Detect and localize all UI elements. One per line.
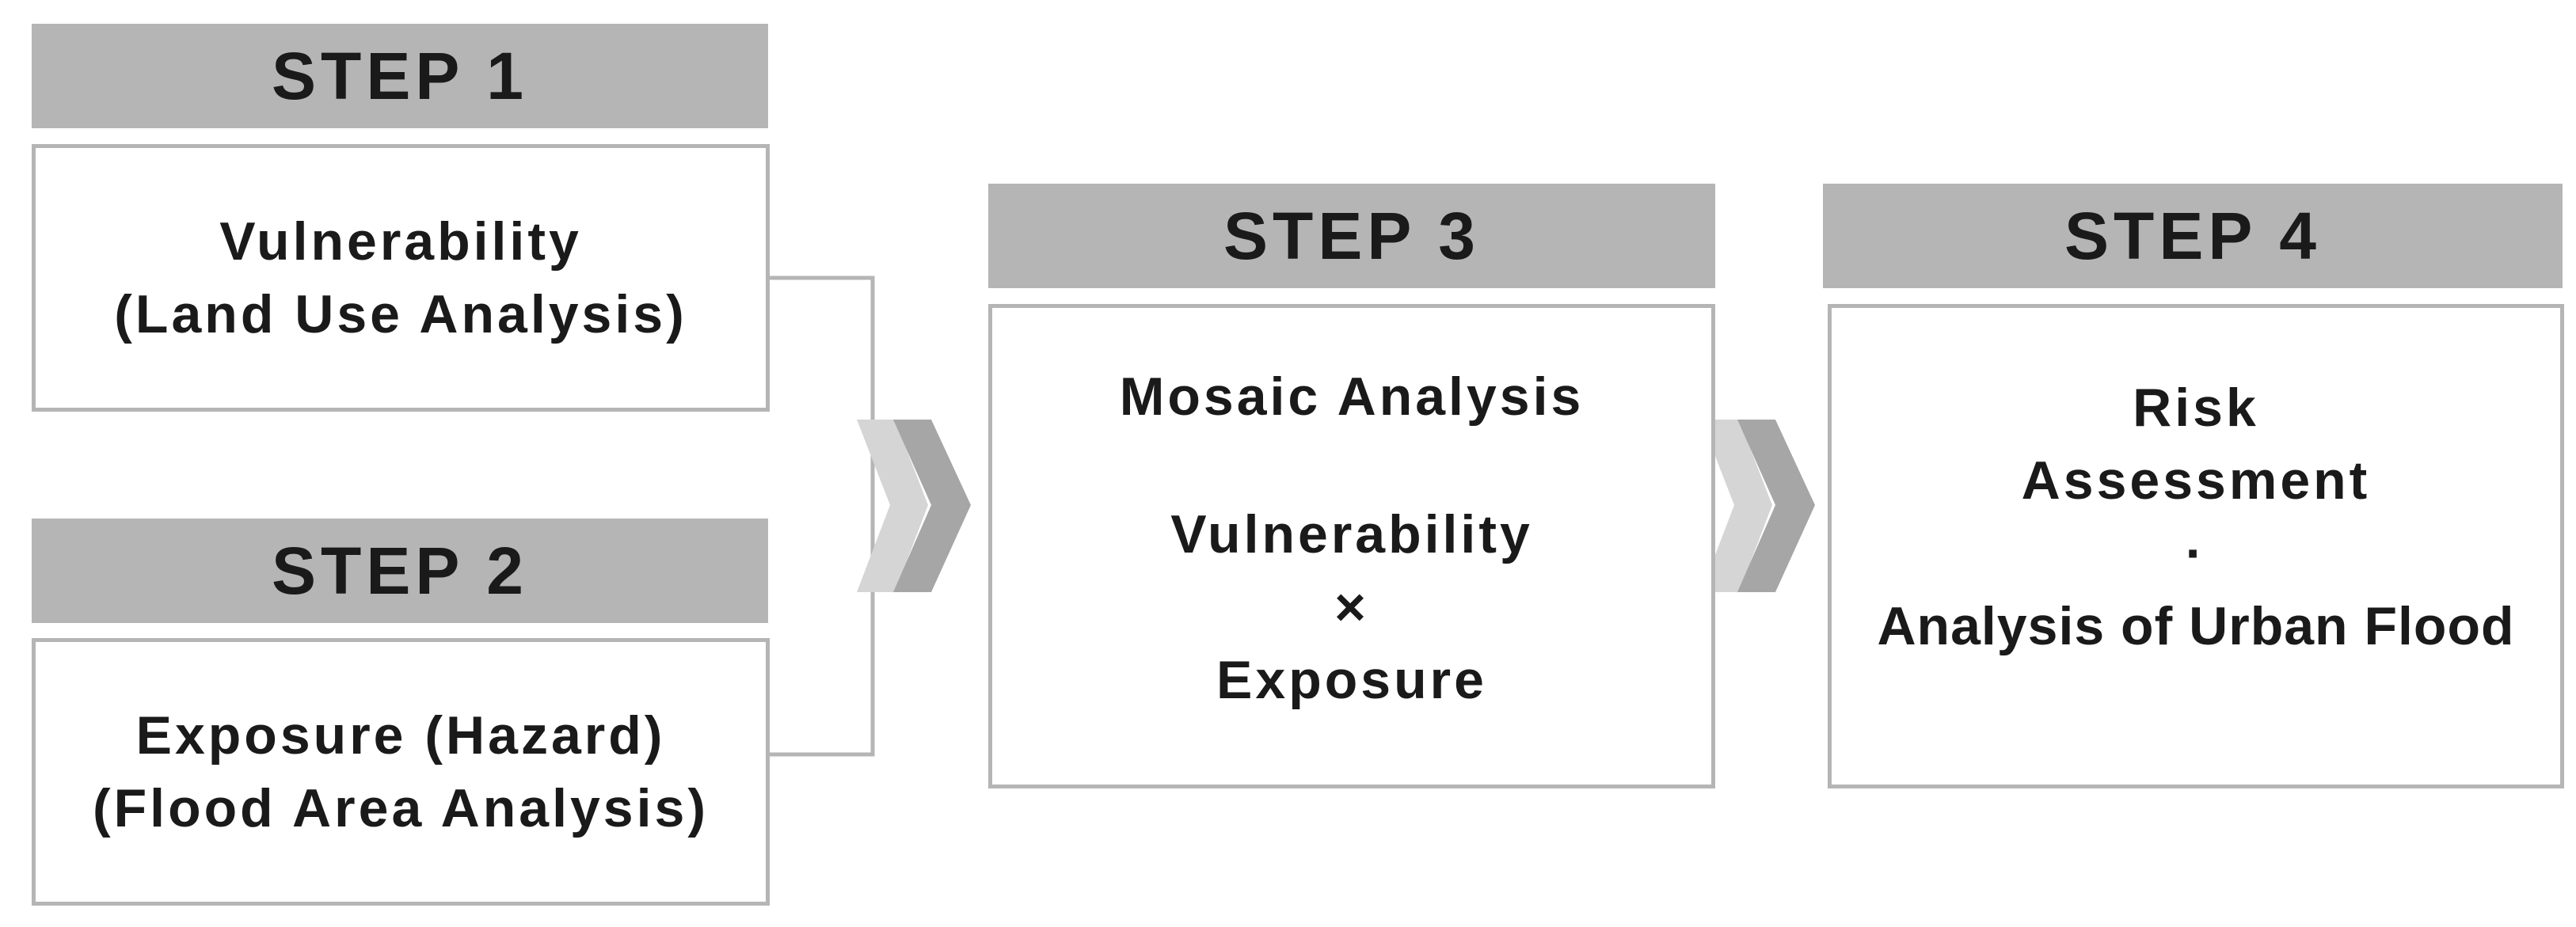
step-1-line-2: (Land Use Analysis)	[114, 284, 687, 344]
step-1-box: Vulnerability (Land Use Analysis)	[32, 144, 770, 412]
step-4-header-label: STEP 4	[2064, 198, 2321, 273]
connector-step1-to-step3	[770, 275, 875, 757]
step-3-header-label: STEP 3	[1223, 198, 1480, 273]
step-2-header-label: STEP 2	[272, 533, 528, 608]
step-2-header: STEP 2	[32, 519, 768, 623]
step-4-header: STEP 4	[1823, 184, 2563, 288]
step-3-header: STEP 3	[988, 184, 1715, 288]
chevron-arrow-2-icon	[1701, 420, 1815, 592]
step-2-line-1: Exposure (Hazard)	[135, 705, 666, 766]
step-2-line-2: (Flood Area Analysis)	[93, 778, 709, 838]
step-3-multiply-sign: ×	[1334, 577, 1369, 637]
step-4-line-1: Risk	[2133, 378, 2259, 438]
step-3-title: Mosaic Analysis	[1119, 367, 1585, 427]
step-4-line-4: Analysis of Urban Flood	[1877, 596, 2515, 656]
step-3-box: Mosaic Analysis Vulnerability × Exposure	[988, 304, 1715, 788]
step-1-line-1: Vulnerability	[219, 211, 582, 272]
step-1-header-label: STEP 1	[272, 38, 528, 113]
step-3-line-1: Vulnerability	[1170, 504, 1533, 564]
step-4-box: Risk Assessment · Analysis of Urban Floo…	[1828, 304, 2564, 788]
chevron-arrow-1-icon	[857, 420, 971, 592]
step-4-separator-dot: ·	[2185, 523, 2207, 583]
step-2-box: Exposure (Hazard) (Flood Area Analysis)	[32, 638, 770, 906]
step-1-header: STEP 1	[32, 24, 768, 128]
step-4-line-2: Assessment	[2021, 450, 2371, 511]
step-3-line-3: Exposure	[1216, 650, 1487, 710]
